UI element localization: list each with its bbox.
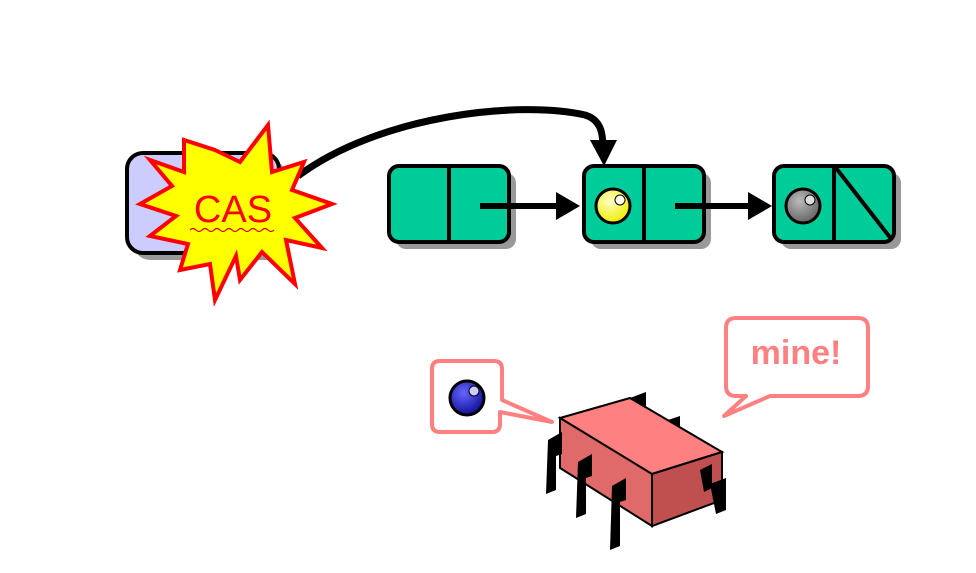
- cas-redirect-arrow: [295, 106, 607, 179]
- processor-chip-icon: [546, 392, 726, 550]
- list-node-2: [582, 164, 711, 249]
- speech-bubble-text: mine!: [751, 334, 842, 372]
- yellow-ball-icon: [594, 187, 632, 225]
- blue-ball-bubble: [430, 359, 554, 434]
- next-arrow-2: [675, 192, 772, 220]
- next-arrow-1: [480, 192, 580, 220]
- cas-redirect-arrowhead: [590, 140, 617, 166]
- speech-bubble: [722, 316, 870, 418]
- null-pointer-slash: [834, 166, 894, 242]
- list-node-3: [772, 164, 901, 249]
- cas-squiggle-underline: [189, 227, 275, 233]
- blue-ball-icon: [448, 379, 486, 417]
- gray-ball-icon: [784, 187, 822, 225]
- explosion-burst-icon: [135, 119, 338, 307]
- list-node-1: [387, 164, 516, 249]
- cas-label: CAS: [194, 189, 272, 231]
